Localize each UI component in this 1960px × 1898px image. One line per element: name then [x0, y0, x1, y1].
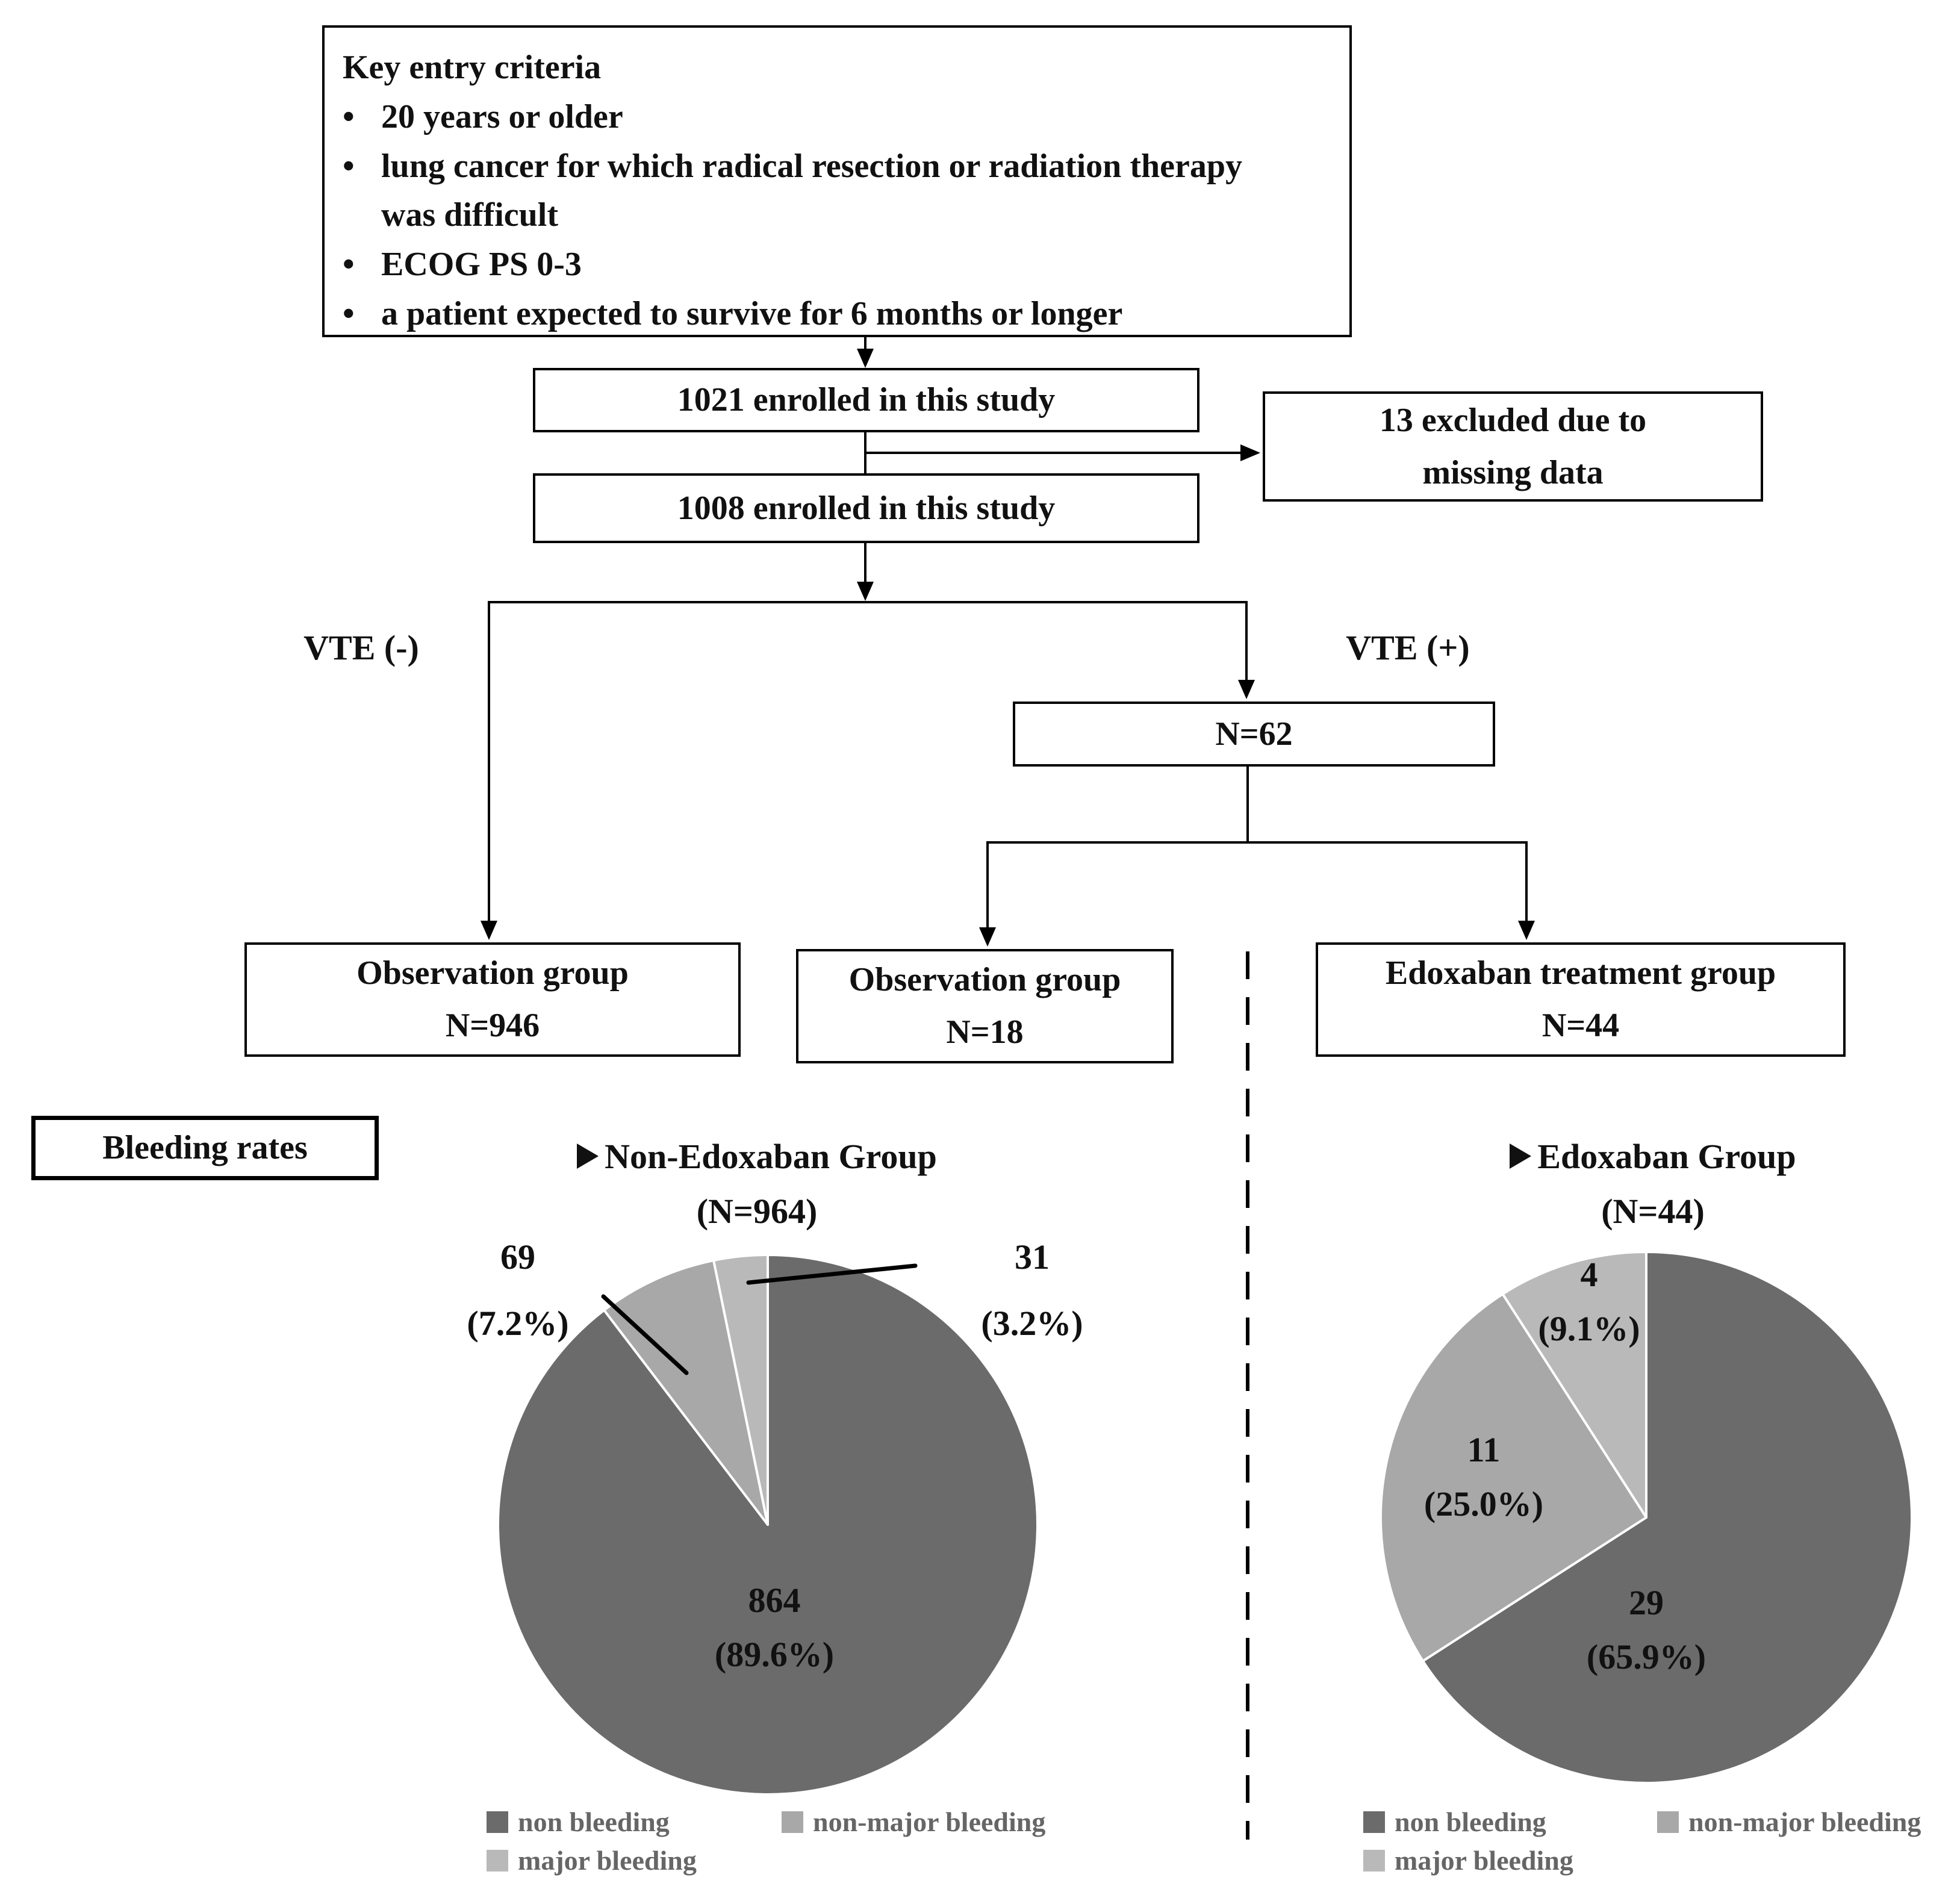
vte-negative-label: VTE (-) [303, 628, 419, 667]
non-edoxaban-chart-subtitle: (N=964) [696, 1192, 818, 1231]
legend-swatch-non-bleeding [1363, 1811, 1385, 1833]
legend-label-major-bleeding: major bleeding [1395, 1845, 1573, 1876]
legend-label-major-bleeding: major bleeding [518, 1845, 697, 1876]
edoxaban-chart-subtitle: (N=44) [1601, 1192, 1705, 1231]
pie-leader-lines [601, 1263, 918, 1375]
slice-label-nonbleeding-right: 29 (65.9%) [1586, 1583, 1706, 1676]
edoxaban-pie-chart [1380, 1251, 1913, 1784]
vte-positive-n-box: N=62 [1013, 702, 1495, 767]
pie-slice-major-bleeding [712, 1254, 769, 1526]
criteria-item: • ECOG PS 0-3 [343, 246, 582, 283]
legend-swatch-non-major-bleeding [1657, 1811, 1679, 1833]
pie-slice-major-bleeding [1501, 1251, 1647, 1519]
bleeding-rates-label-box: Bleeding rates [31, 1116, 379, 1180]
slice-label-non-major-right: 11 (25.0%) [1423, 1430, 1544, 1523]
enrolled-1021-box: 1021 enrolled in this study [533, 368, 1199, 432]
criteria-title: Key entry criteria [343, 49, 602, 86]
criteria-item: • 20 years or older [343, 98, 623, 135]
observation-group-946-box: Observation group N=946 [244, 942, 741, 1057]
edoxaban-treatment-group-box: Edoxaban treatment group N=44 [1316, 942, 1846, 1057]
edoxaban-chart-title: Edoxaban Group [1352, 1132, 1954, 1180]
pie-slice-non-major-bleeding [1380, 1293, 1647, 1663]
slice-label-major-left: 31 (3.2%) [981, 1237, 1083, 1343]
legend-swatch-non-bleeding [487, 1811, 508, 1833]
slice-label-nonbleeding-left: 864 (89.6%) [714, 1581, 835, 1674]
vte-positive-label: VTE (+) [1346, 628, 1470, 667]
pie-slice-non-bleeding [1422, 1251, 1913, 1784]
legend-swatch-non-major-bleeding [782, 1811, 803, 1833]
enrolled-1008-box: 1008 enrolled in this study [533, 473, 1199, 543]
non-edoxaban-chart-title: Non-Edoxaban Group [456, 1132, 1058, 1180]
slice-label-major-right: 4 (9.1%) [1538, 1255, 1640, 1348]
legend-label-non-major-bleeding: non-major bleeding [813, 1806, 1046, 1837]
legend-swatch-major-bleeding [487, 1850, 508, 1872]
criteria-item: • a patient expected to survive for 6 mo… [343, 294, 1123, 332]
observation-group-18-box: Observation group N=18 [796, 949, 1174, 1063]
key-entry-criteria-box: Key entry criteria • 20 years or older •… [322, 25, 1352, 337]
legend-swatch-major-bleeding [1363, 1850, 1385, 1872]
legend-label-non-bleeding: non bleeding [1395, 1806, 1546, 1837]
arrowheads [481, 349, 1535, 947]
legend-label-non-bleeding: non bleeding [518, 1806, 670, 1837]
arrowhead-icon [1510, 1143, 1532, 1169]
excluded-box: 13 excluded due to missing data [1263, 391, 1763, 502]
arrowhead-icon [577, 1143, 599, 1169]
criteria-item: • lung cancer for which radical resectio… [343, 147, 1242, 234]
legend-label-non-major-bleeding: non-major bleeding [1688, 1806, 1921, 1837]
non-edoxaban-pie-chart [497, 1254, 1039, 1796]
slice-label-non-major-left: 69 (7.2%) [467, 1237, 569, 1343]
